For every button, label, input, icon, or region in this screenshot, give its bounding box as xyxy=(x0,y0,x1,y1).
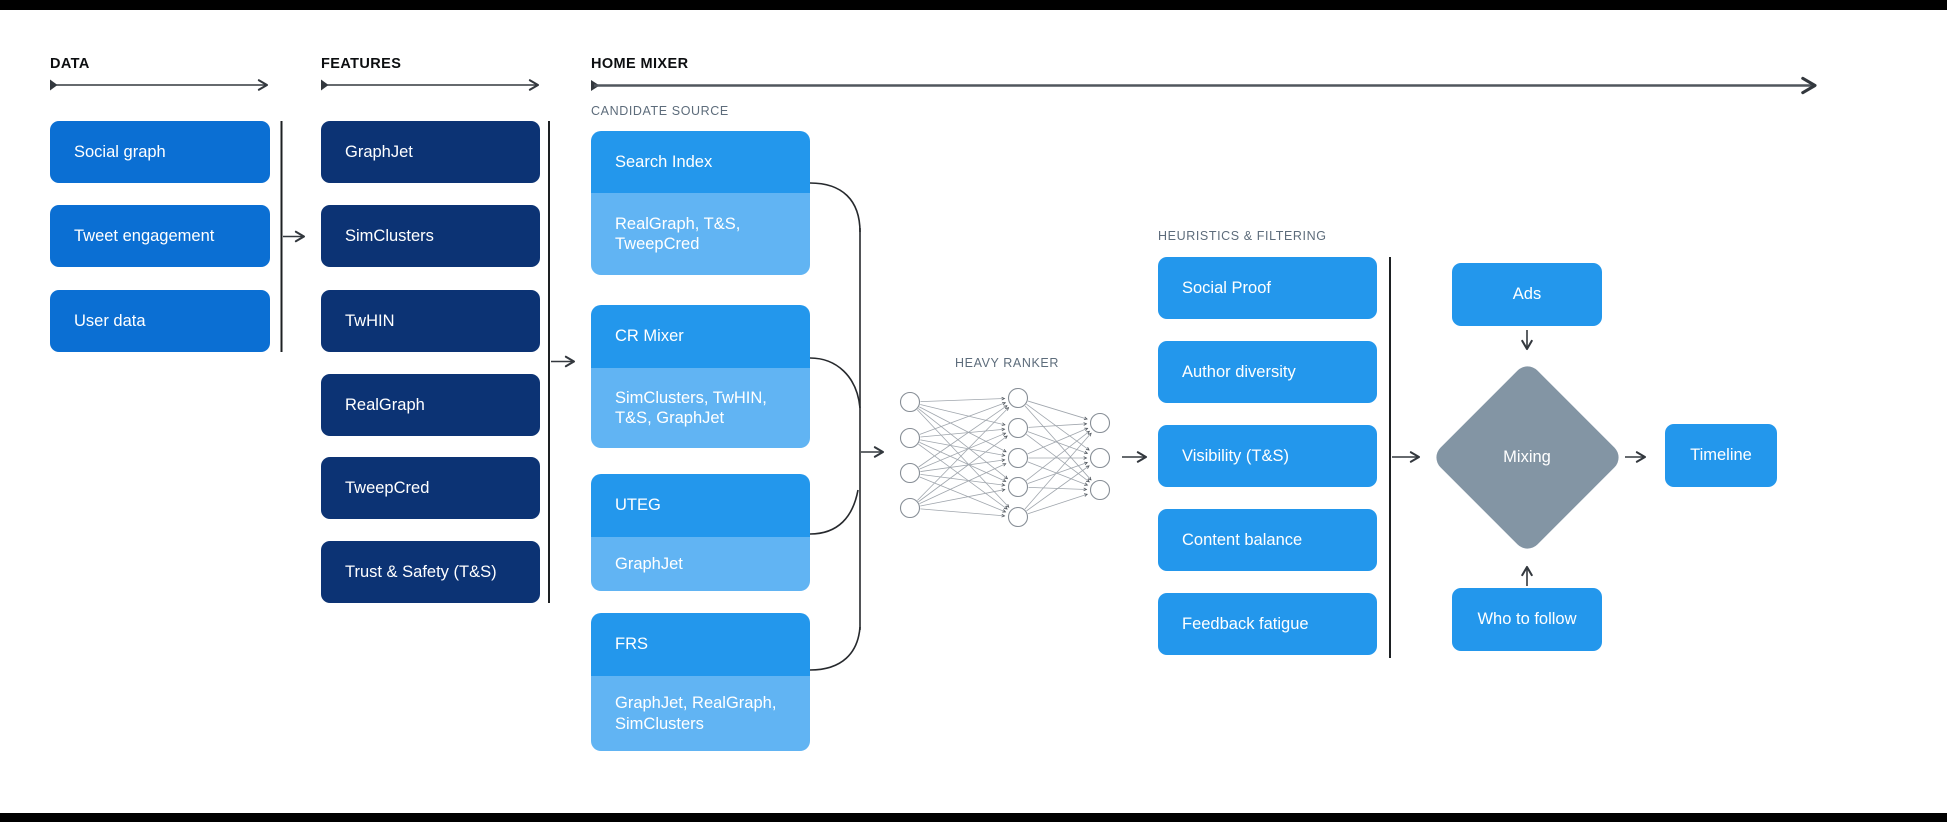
data-box-user-data: User data xyxy=(50,290,270,352)
cr-mixer-connector xyxy=(809,357,861,409)
candidate-group-search-index: Search Index RealGraph, T&S, TweepCred xyxy=(591,131,810,275)
mixing-label: Mixing xyxy=(1503,447,1551,466)
heuristics-box-visibility: Visibility (T&S) xyxy=(1158,425,1377,487)
features-box-trust-safety: Trust & Safety (T&S) xyxy=(321,541,540,603)
candidate-collector-curves xyxy=(809,182,861,671)
candidate-group-frs: FRS GraphJet, RealGraph, SimClusters xyxy=(591,613,810,751)
timeline-box: Timeline xyxy=(1665,424,1777,487)
section-header-arrows xyxy=(50,76,1817,95)
uteg-connector xyxy=(809,489,859,535)
heavy-ranker-label: HEAVY RANKER xyxy=(955,356,1059,370)
data-box-social-graph: Social graph xyxy=(50,121,270,183)
heuristics-label: HEURISTICS & FILTERING xyxy=(1158,229,1327,243)
candidate-features: GraphJet xyxy=(591,537,810,591)
flow-arrows xyxy=(283,230,1647,586)
who-to-follow-box: Who to follow xyxy=(1452,588,1602,651)
candidate-name: CR Mixer xyxy=(591,305,810,368)
section-label-home-mixer: HOME MIXER xyxy=(591,56,689,72)
features-box-tweepcred: TweepCred xyxy=(321,457,540,519)
candidate-name: UTEG xyxy=(591,474,810,537)
candidate-features: RealGraph, T&S, TweepCred xyxy=(591,193,810,275)
heuristics-box-author-diversity: Author diversity xyxy=(1158,341,1377,403)
heuristics-box-feedback-fatigue: Feedback fatigue xyxy=(1158,593,1377,655)
section-label-data: DATA xyxy=(50,56,90,72)
heuristics-box-content-balance: Content balance xyxy=(1158,509,1377,571)
features-box-twhin: TwHIN xyxy=(321,290,540,352)
features-box-realgraph: RealGraph xyxy=(321,374,540,436)
candidate-group-cr-mixer: CR Mixer SimClusters, TwHIN, T&S, GraphJ… xyxy=(591,305,810,448)
ads-box: Ads xyxy=(1452,263,1602,326)
candidate-source-label: CANDIDATE SOURCE xyxy=(591,104,729,118)
section-label-features: FEATURES xyxy=(321,56,402,72)
data-box-tweet-engagement: Tweet engagement xyxy=(50,205,270,267)
candidate-name: Search Index xyxy=(591,131,810,193)
top-black-bar xyxy=(0,0,1947,10)
candidate-name: FRS xyxy=(591,613,810,676)
frs-connector xyxy=(809,626,861,671)
heuristics-box-social-proof: Social Proof xyxy=(1158,257,1377,319)
candidate-features: GraphJet, RealGraph, SimClusters xyxy=(591,676,810,751)
candidate-features: SimClusters, TwHIN, T&S, GraphJet xyxy=(591,368,810,448)
features-box-graphjet: GraphJet xyxy=(321,121,540,183)
bottom-black-bar xyxy=(0,813,1947,822)
neural-network xyxy=(899,387,1111,528)
features-box-simclusters: SimClusters xyxy=(321,205,540,267)
candidate-group-uteg: UTEG GraphJet xyxy=(591,474,810,591)
search-index-connector xyxy=(809,182,861,233)
divider-lines xyxy=(280,121,1391,658)
mixing-diamond: Mixing xyxy=(1430,360,1624,554)
